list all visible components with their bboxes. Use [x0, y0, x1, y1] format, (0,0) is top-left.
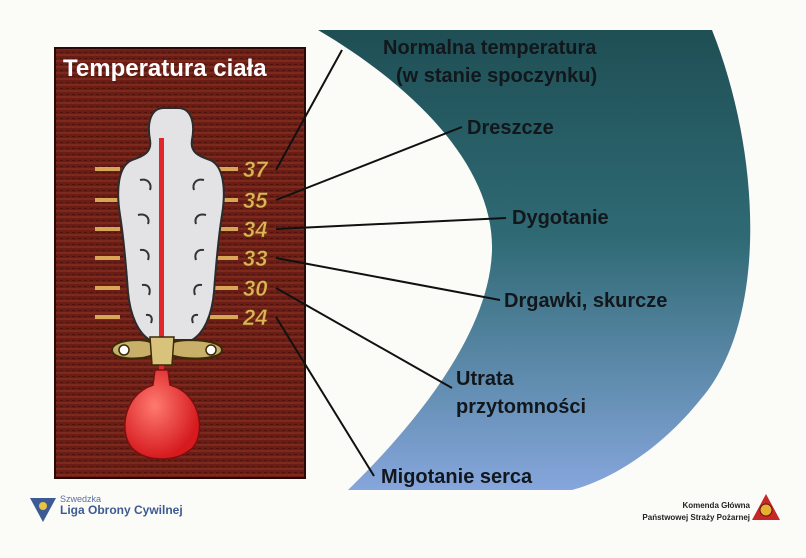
tick-label: 35 — [243, 188, 268, 213]
tick-label: 37 — [243, 157, 269, 182]
logo-subtitle: Szwedzka — [60, 494, 102, 504]
diagram-title: Temperatura ciała — [63, 55, 267, 82]
logo-name: Liga Obrony Cywilnej — [60, 503, 183, 517]
label-unconscious-line2: przytomności — [456, 396, 586, 418]
civil-defence-emblem-icon — [30, 498, 56, 522]
label-normal-line1: Normalna temperatura — [383, 37, 597, 59]
mercury-bulb — [124, 369, 201, 460]
label-fibrillation: Migotanie serca — [381, 466, 533, 488]
tick-label: 24 — [242, 305, 267, 330]
mercury-column — [159, 138, 164, 400]
label-trembling: Dygotanie — [512, 207, 609, 229]
bracket-clamp — [110, 336, 224, 366]
curved-band — [318, 30, 751, 490]
connector-lines — [275, 49, 507, 477]
logo-fire-service-line2: Państwowej Straży Pożarnej — [642, 513, 750, 522]
label-unconscious-line1: Utrata — [456, 368, 515, 390]
logo-fire-service-line1: Komenda Główna — [682, 501, 750, 510]
logo-civil-defence: Szwedzka Liga Obrony Cywilnej — [26, 494, 196, 524]
tick-label: 33 — [243, 246, 267, 271]
label-shivers: Dreszcze — [467, 117, 554, 139]
figure-contour-lines — [137, 178, 207, 324]
fire-service-emblem-icon — [752, 494, 780, 520]
label-normal-line2: (w stanie spoczynku) — [396, 65, 597, 87]
tick-label: 34 — [243, 217, 267, 242]
label-convulsions: Drgawki, skurcze — [504, 290, 667, 312]
tick-label: 30 — [243, 276, 268, 301]
logo-fire-service: Komenda Główna Państwowej Straży Pożarne… — [642, 500, 750, 524]
